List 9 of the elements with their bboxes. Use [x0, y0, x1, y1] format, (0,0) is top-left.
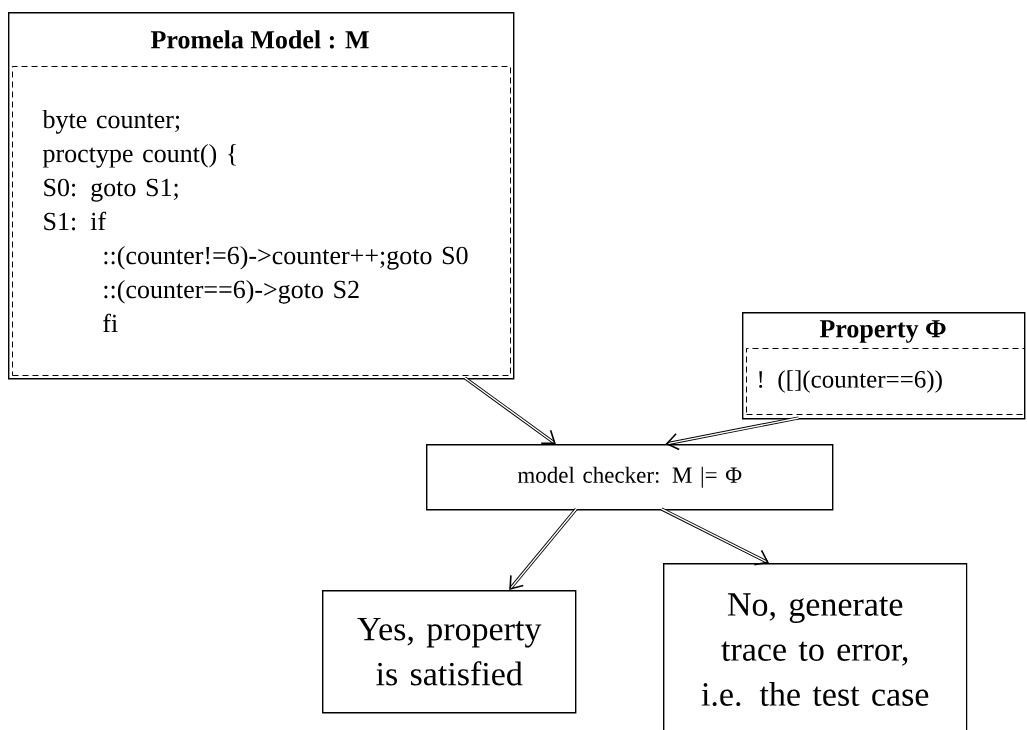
code-box: byte counter; proctype count() { S0: goto S1; S1: if ::(counter!=6)->counter++;goto S0 ::(counter==6)->goto S2 fi: [12, 66, 511, 376]
checker-box: model checker: M |= Φ: [426, 444, 834, 511]
arrow: [660, 507, 769, 566]
formula-box: ! ([](counter==6)): [746, 348, 1025, 415]
arrow: [665, 416, 800, 451]
result-box: No, generate trace to error, i.e. the test case: [663, 563, 968, 730]
arrow: [509, 507, 578, 590]
result-box: Yes, property is satisfied: [322, 590, 577, 714]
arrow: [464, 376, 556, 444]
